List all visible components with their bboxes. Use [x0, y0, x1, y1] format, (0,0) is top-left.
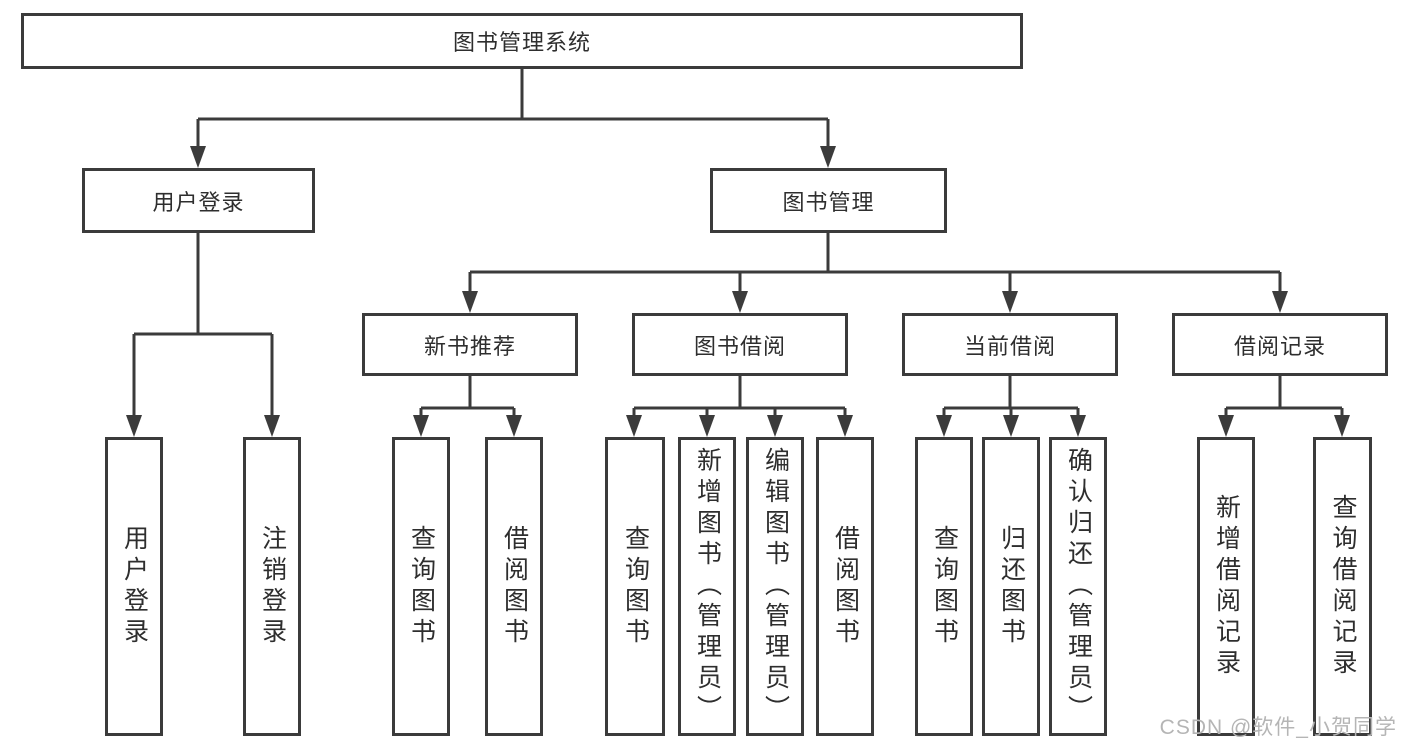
- node-new-book-recommend-label: 新书推荐: [423, 333, 516, 359]
- leaf-borrow-add-book-label: 新增图书（管理员）: [693, 447, 722, 726]
- connector-currentborrow-to-leaves: [936, 376, 1086, 437]
- node-book-management-label: 图书管理: [782, 189, 875, 215]
- leaf-query-borrow-record: 查询借阅记录: [1313, 437, 1372, 736]
- leaf-borrow-query: 查询图书: [605, 437, 665, 736]
- node-borrow-records: 借阅记录: [1172, 313, 1388, 376]
- connector-bookborrow-to-leaves: [626, 376, 853, 437]
- leaf-borrow-book-label: 借阅图书: [831, 524, 860, 649]
- leaf-return-book-label: 归还图书: [997, 524, 1026, 649]
- connector-borrowrecord-to-leaves: [1218, 376, 1350, 437]
- leaf-current-query-label: 查询图书: [930, 524, 959, 649]
- node-current-borrow-label: 当前借阅: [963, 333, 1056, 359]
- leaf-query-borrow-record-label: 查询借阅记录: [1329, 493, 1357, 680]
- leaf-logout-label: 注销登录: [258, 524, 287, 649]
- leaf-borrow-edit-book-label: 编辑图书（管理员）: [761, 447, 790, 726]
- leaf-borrow-book: 借阅图书: [816, 437, 874, 736]
- leaf-confirm-return-label: 确认归还（管理员）: [1064, 447, 1093, 726]
- connector-userlogin-to-leaves: [126, 233, 280, 437]
- node-borrow-records-label: 借阅记录: [1233, 333, 1326, 359]
- leaf-confirm-return: 确认归还（管理员）: [1049, 437, 1107, 736]
- leaf-borrow-query-label: 查询图书: [621, 524, 650, 649]
- node-book-borrow: 图书借阅: [632, 313, 848, 376]
- leaf-borrow-add-book: 新增图书（管理员）: [678, 437, 736, 736]
- watermark: CSDN @软件_小贺同学: [1159, 716, 1397, 739]
- leaf-newbook-query: 查询图书: [392, 437, 450, 736]
- leaf-add-borrow-record: 新增借阅记录: [1197, 437, 1255, 736]
- connector-root-to-level2: [190, 69, 836, 168]
- node-current-borrow: 当前借阅: [902, 313, 1118, 376]
- leaf-borrow-edit-book: 编辑图书（管理员）: [746, 437, 804, 736]
- node-root-label: 图书管理系统: [452, 30, 591, 55]
- leaf-user-login: 用户登录: [105, 437, 163, 736]
- leaf-newbook-query-label: 查询图书: [407, 524, 436, 649]
- node-user-login: 用户登录: [82, 168, 315, 233]
- node-new-book-recommend: 新书推荐: [362, 313, 578, 376]
- leaf-add-borrow-record-label: 新增借阅记录: [1212, 493, 1241, 680]
- node-book-borrow-label: 图书借阅: [693, 333, 786, 359]
- node-book-management: 图书管理: [710, 168, 947, 233]
- leaf-newbook-borrow: 借阅图书: [485, 437, 543, 736]
- leaf-user-login-label: 用户登录: [120, 524, 149, 649]
- leaf-return-book: 归还图书: [982, 437, 1040, 736]
- connector-newbook-to-leaves: [413, 376, 522, 437]
- connector-bookmgmt-to-level3: [462, 233, 1288, 313]
- node-user-login-label: 用户登录: [152, 189, 245, 215]
- leaf-current-query: 查询图书: [915, 437, 973, 736]
- leaf-logout: 注销登录: [243, 437, 301, 736]
- leaf-newbook-borrow-label: 借阅图书: [500, 524, 529, 649]
- node-root: 图书管理系统: [21, 13, 1023, 69]
